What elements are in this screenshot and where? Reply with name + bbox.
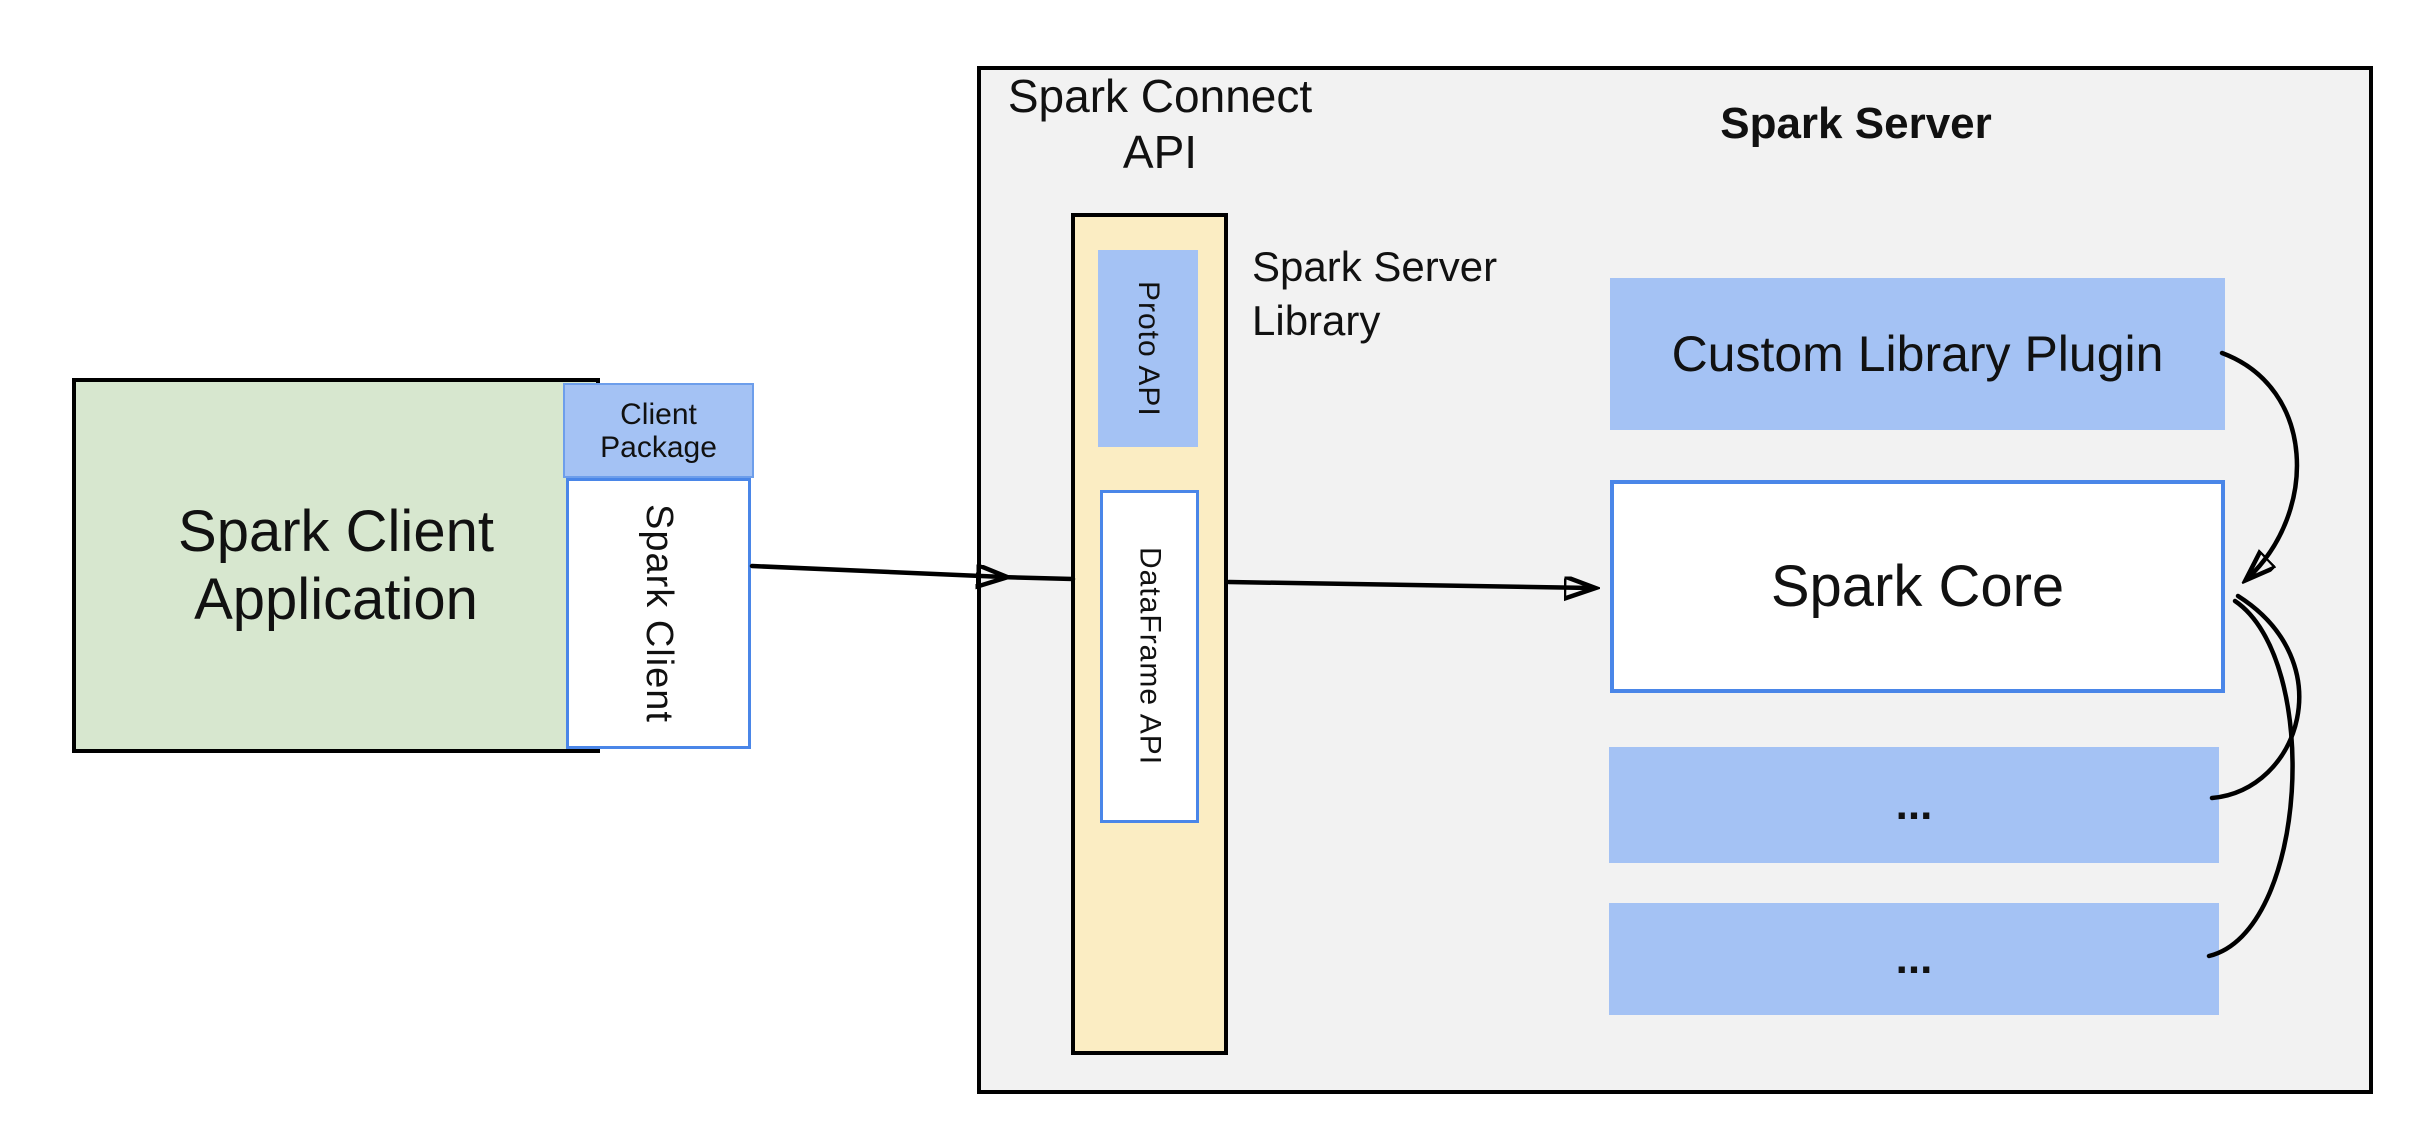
client-package-box: Client Package [563,383,754,478]
proto-api-box: Proto API [1098,250,1198,447]
spark-client-application-box: Spark Client Application [72,378,600,753]
spark-server-library-label: Spark Server Library [1252,243,1498,344]
custom-library-plugin-box: Custom Library Plugin [1610,278,2225,430]
ellipsis-box-top: ... [1609,747,2219,863]
ellipsis-bottom-label: ... [1895,934,1933,983]
spark-core-label: Spark Core [1770,554,2065,619]
spark-core-box: Spark Core [1610,480,2225,693]
spark-client-application-label: Spark Client Application [178,498,494,632]
spark-connect-api-label: Spark Connect API [1007,70,1313,178]
ellipsis-box-bottom: ... [1609,903,2219,1015]
spark-server-title: Spark Server [1720,99,1992,148]
dataframe-api-box: DataFrame API [1100,490,1199,823]
dataframe-api-label: DataFrame API [1133,547,1167,766]
ellipsis-top-label: ... [1895,780,1933,829]
proto-api-label: Proto API [1132,280,1165,417]
spark-client-label: Spark Client [638,504,680,723]
custom-library-plugin-label: Custom Library Plugin [1671,326,2164,382]
spark-client-box: Spark Client [566,478,751,749]
client-to-library-connector [749,563,1004,577]
client-package-label: Client Package [600,397,717,464]
